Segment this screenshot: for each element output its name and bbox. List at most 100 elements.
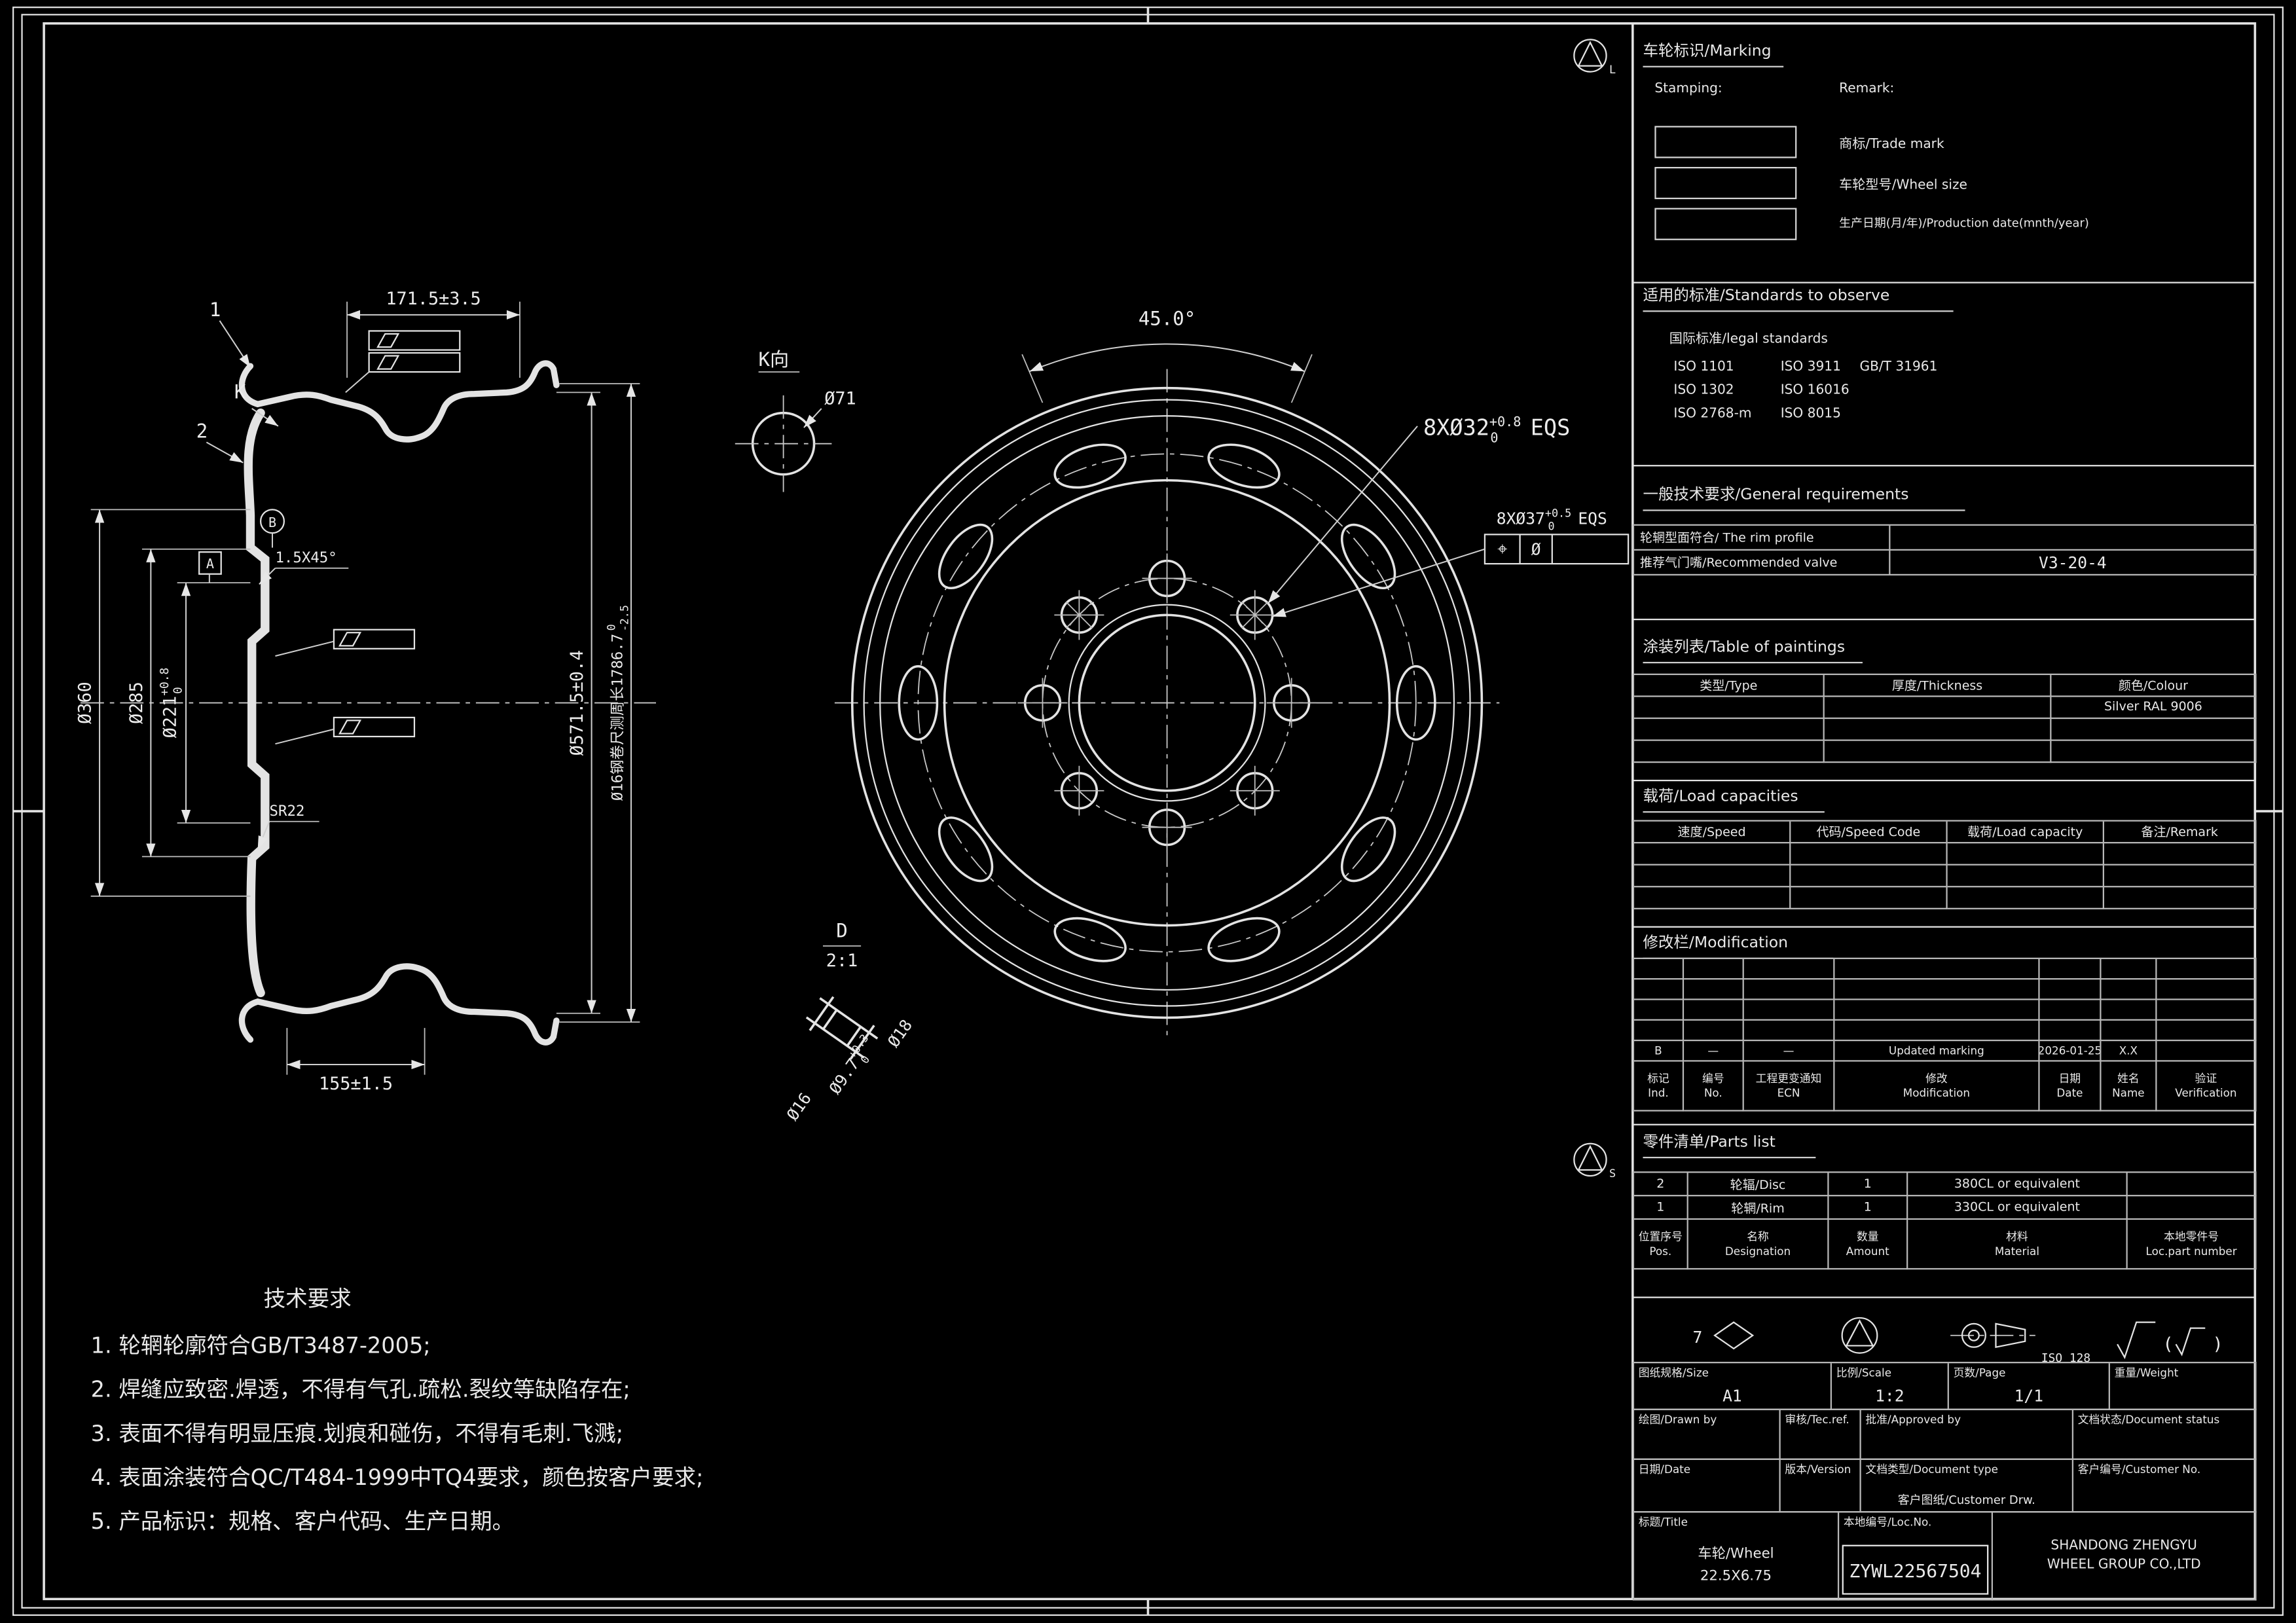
product-spec: 22.5X6.75 xyxy=(1700,1568,1772,1585)
bolt-holes xyxy=(1017,553,1317,852)
product-name: 车轮/Wheel xyxy=(1698,1546,1774,1563)
status-cell: 文档状态/Document status xyxy=(2073,1410,2257,1460)
detail-dim-d97: Ø9.7+0.30 xyxy=(823,1032,882,1101)
production-date-label: 生产日期(月/年)/Production date(mnth/year) xyxy=(1839,217,2089,230)
modification-row-verif xyxy=(2157,1041,2257,1062)
drawing-number: ZYWL22567504 xyxy=(1842,1544,1989,1595)
trade-mark-label: 商标/Trade mark xyxy=(1839,137,1944,153)
triangle-circle-symbol-top: L xyxy=(1573,39,1616,76)
dim-circumference: Ø16钢卷尺测周长1786.70-2.5 xyxy=(559,383,640,1023)
tech-requirement-item: 5. 产品标识：规格、客户代码、生产日期。 xyxy=(90,1508,515,1535)
weld-symbol-top xyxy=(345,330,461,393)
part-designation: 轮辋/Rim xyxy=(1688,1196,1829,1220)
modification-row-date: 2026-01-25 xyxy=(2039,1041,2102,1062)
standards-section-title: 适用的标准/Standards to observe xyxy=(1643,284,1954,312)
load-capacities-title: 载荷/Load capacities xyxy=(1643,785,1825,813)
part-amount: 1 xyxy=(1829,1173,1908,1197)
rim-profile-value xyxy=(1890,525,2257,551)
title-row: 标题/Title 车轮/Wheel 22.5X6.75 本地编号/Loc.No.… xyxy=(1632,1511,2257,1601)
wheel-size-label: 车轮型号/Wheel size xyxy=(1839,178,1967,194)
triangle-circle-symbol-bottom: S xyxy=(1573,1142,1616,1180)
svg-text:Ø221+0.80: Ø221+0.80 xyxy=(158,668,185,739)
stamping-label: Stamping: xyxy=(1654,82,1722,97)
size-value: A1 xyxy=(1722,1387,1742,1406)
checked-cell: 审核/Tec.ref. xyxy=(1780,1410,1861,1460)
company-name-line2: WHEEL GROUP CO.,LTD xyxy=(2047,1557,2201,1572)
dim-chamfer: 1.5X45° xyxy=(259,549,349,585)
paintings-colour-value: Silver RAL 9006 xyxy=(2051,697,2257,720)
modification-row-name: X.X xyxy=(2101,1041,2157,1062)
k-view-label: K向 xyxy=(759,348,790,371)
detail-dim-d16: Ø16 xyxy=(783,1089,815,1124)
dim-top-width: 171.5±3.5 xyxy=(346,289,520,378)
standard-item: ISO 1302 xyxy=(1673,383,1734,399)
modification-row-text: Updated marking xyxy=(1834,1041,2040,1062)
weld-symbol-mid-2 xyxy=(275,716,416,745)
load-header: 速度/Speed xyxy=(1634,821,1791,844)
modification-title: 修改栏/Modification xyxy=(1643,931,1834,959)
surface-finish-symbols: ( ) xyxy=(2117,1321,2223,1360)
load-capacities-table: 速度/Speed 代码/Speed Code 载荷/Load capacity … xyxy=(1632,820,2257,909)
valve-value: V3-20-4 xyxy=(1890,550,2257,575)
svg-text:(: ( xyxy=(2162,1334,2173,1355)
svg-text:S: S xyxy=(1609,1167,1616,1180)
k-view: K向 Ø71 xyxy=(735,348,856,492)
version-cell: 版本/Version xyxy=(1780,1459,1861,1513)
detail-scale: 2:1 xyxy=(826,951,858,971)
dim-bottom-width: 155±1.5 xyxy=(286,1028,426,1094)
general-requirements-title: 一般技术要求/General requirements xyxy=(1643,483,1965,511)
paintings-cell xyxy=(1634,697,1825,720)
dim-angle-45: 45.0° xyxy=(1021,308,1313,403)
date-version-row: 日期/Date 版本/Version 文档类型/Document type 客户… xyxy=(1632,1458,2257,1513)
parts-list-title: 零件清单/Parts list xyxy=(1643,1131,1816,1159)
svg-text:Ø360: Ø360 xyxy=(75,682,96,724)
dim-sr22: SR22 xyxy=(257,803,319,850)
standard-item: ISO 3911 xyxy=(1780,360,1841,375)
svg-text:155±1.5: 155±1.5 xyxy=(319,1074,393,1094)
valve-label: 推荐气门嘴/Recommended valve xyxy=(1634,550,1891,575)
customer-drw-label: 客户图纸/Customer Drw. xyxy=(1897,1493,2035,1507)
panel-section-lines xyxy=(1632,282,2255,1298)
dim-d221: Ø221+0.80 xyxy=(158,582,251,824)
loc-no-cell: 本地编号/Loc.No. ZYWL22567504 xyxy=(1839,1512,1994,1601)
standard-item: GB/T 31961 xyxy=(1859,360,1938,375)
marking-section-title: 车轮标识/Marking xyxy=(1643,39,1784,67)
remark-label: Remark: xyxy=(1839,82,1895,97)
load-header: 载荷/Load capacity xyxy=(1947,821,2104,844)
part-locno xyxy=(2127,1173,2257,1197)
symbol-seven: 7 xyxy=(1693,1328,1703,1347)
balloon-1: 1 xyxy=(210,299,221,321)
approved-cell: 批准/Approved by xyxy=(1861,1410,2074,1460)
technical-requirements: 技术要求 1. 轮辋轮廓符合GB/T3487-2005; 2. 焊缝应致密.焊透… xyxy=(91,1277,1087,1543)
part-material: 380CL or equivalent xyxy=(1908,1173,2128,1197)
part-pos: 1 xyxy=(1634,1196,1688,1220)
section-view: 1 2 K 171.5±3.5 Ø360 Ø285 Ø221+0.80 xyxy=(75,289,656,1094)
tech-requirement-item: 2. 焊缝应致密.焊透，不得有气孔.疏松.裂纹等缺陷存在; xyxy=(90,1376,630,1403)
datum-b: B xyxy=(259,509,285,548)
drawn-by-cell: 绘图/Drawn by xyxy=(1634,1410,1781,1460)
customer-no-cell: 客户编号/Customer No. xyxy=(2073,1459,2257,1513)
sheet-frame xyxy=(12,7,2284,1616)
standard-item: ISO 2768-m xyxy=(1673,407,1752,422)
svg-text:45.0°: 45.0° xyxy=(1139,308,1196,330)
rim-profile-label: 轮辋型面符合/ The rim profile xyxy=(1634,525,1891,551)
paintings-header: 颜色/Colour xyxy=(2051,675,2257,697)
gdt-diameter: Ø xyxy=(1531,540,1541,559)
detail-dim-d18: Ø18 xyxy=(884,1016,916,1051)
gdt-frame: ⌖ Ø xyxy=(1484,534,1630,565)
rim-profile-bottom xyxy=(238,963,560,1046)
